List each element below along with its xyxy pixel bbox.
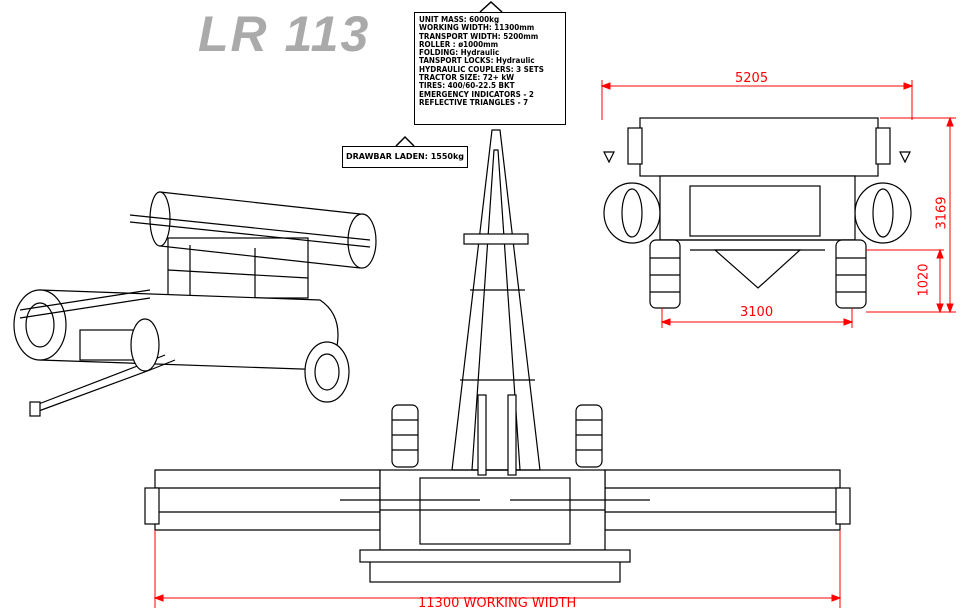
spec-line: ROLLER : ø1000mm <box>419 39 499 49</box>
spec-line: TRACTOR SIZE: 72+ kW <box>419 73 515 83</box>
spec-line: TANSPORT LOCKS: Hydraulic <box>419 56 535 66</box>
spec-line: FOLDING: Hydraulic <box>419 48 500 58</box>
dimension-frame-height: 1020 <box>916 263 932 297</box>
model-title: LR 113 <box>198 6 371 62</box>
dimension-working-width: 11300 WORKING WIDTH <box>418 596 577 611</box>
dimension-transport-width: 5205 <box>735 71 769 86</box>
dimension-overall-height: 3169 <box>934 196 950 230</box>
dimension-lines <box>153 80 956 608</box>
spec-line: EMERGENCY INDICATORS - 2 <box>419 89 534 99</box>
spec-line: REFLECTIVE TRIANGLES - 7 <box>419 97 529 107</box>
spec-box-pointer <box>479 0 503 13</box>
rear-view <box>603 117 912 309</box>
isometric-view <box>13 191 377 417</box>
top-view <box>144 129 851 583</box>
drawbar-pointer <box>395 135 415 147</box>
spec-line: UNIT MASS: 6000kg <box>419 15 500 24</box>
spec-line: WORKING WIDTH: 11300mm <box>419 23 535 33</box>
drawbar-label: DRAWBAR LADEN: 1550kg <box>342 146 468 168</box>
spec-line: TRANSPORT WIDTH: 5200mm <box>419 31 539 41</box>
spec-box: UNIT MASS: 6000kg WORKING WIDTH: 11300mm… <box>414 12 566 125</box>
dimension-wheel-track: 3100 <box>740 305 774 320</box>
spec-line: HYDRAULIC COUPLERS: 3 SETS <box>419 64 544 74</box>
spec-line: TIRES: 400/60-22.5 BKT <box>419 81 515 91</box>
